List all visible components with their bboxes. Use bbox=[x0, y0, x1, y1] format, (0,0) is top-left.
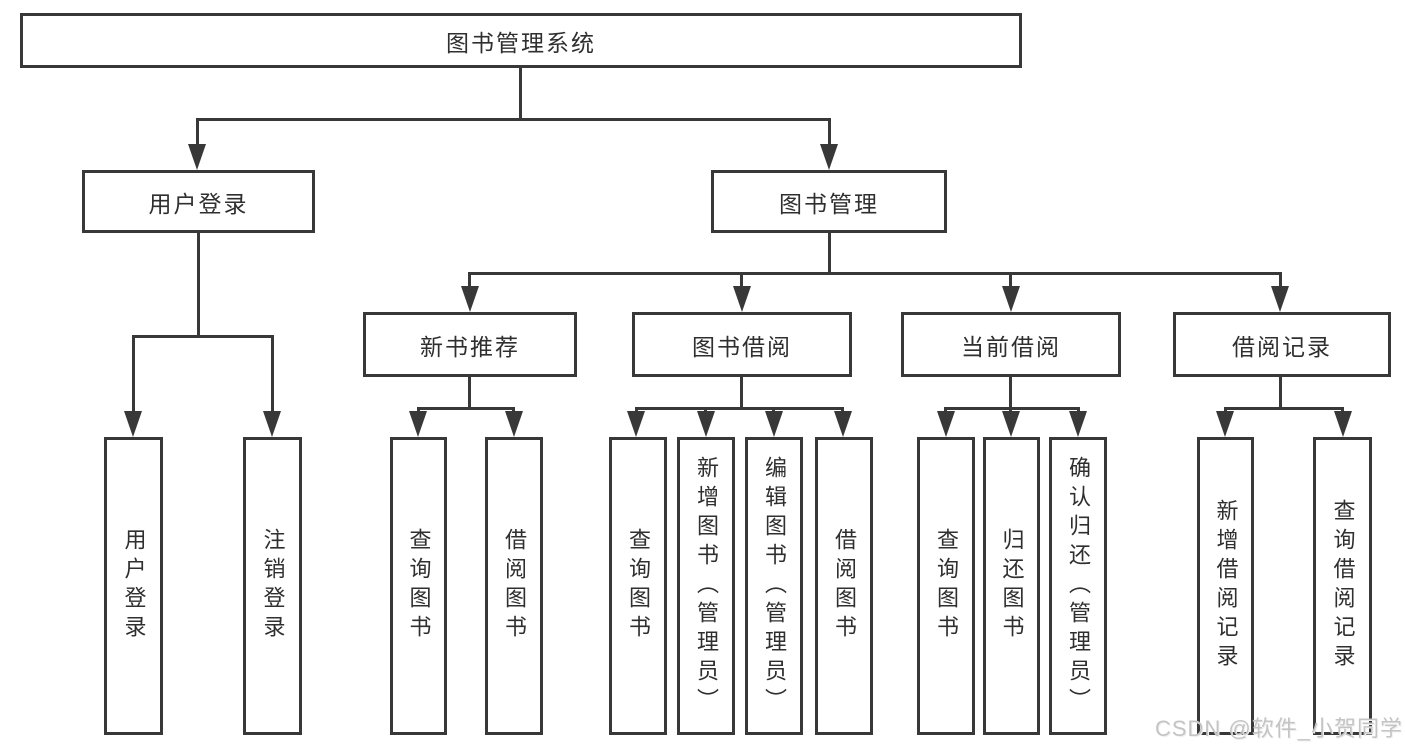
connector-line bbox=[828, 118, 831, 146]
arrow-down-icon bbox=[1002, 286, 1020, 312]
connector-line bbox=[468, 272, 1282, 275]
arrow-down-icon bbox=[834, 411, 852, 437]
arrow-down-icon bbox=[409, 411, 427, 437]
arrow-down-icon bbox=[765, 411, 783, 437]
connector-line bbox=[196, 118, 831, 121]
leaf-borrow-books: 借阅图书 bbox=[485, 437, 543, 735]
connector-line bbox=[519, 68, 522, 118]
node-book-management-system: 图书管理系统 bbox=[20, 13, 1022, 68]
arrow-down-icon bbox=[188, 144, 206, 170]
arrow-down-icon bbox=[627, 411, 645, 437]
node-borrowing-records: 借阅记录 bbox=[1173, 312, 1391, 377]
connector-line bbox=[740, 272, 743, 290]
connector-line bbox=[132, 335, 135, 413]
arrow-down-icon bbox=[820, 144, 838, 170]
connector-line bbox=[1279, 272, 1282, 290]
arrow-down-icon bbox=[505, 411, 523, 437]
leaf-add-borrow-record: 新增借阅记录 bbox=[1197, 437, 1254, 735]
connector-line bbox=[944, 407, 1080, 410]
node-current-borrowing: 当前借阅 bbox=[901, 312, 1121, 377]
node-user-login: 用户登录 bbox=[82, 170, 315, 233]
connector-line bbox=[196, 118, 199, 146]
arrow-down-icon bbox=[937, 411, 955, 437]
connector-line bbox=[740, 377, 743, 407]
connector-line bbox=[828, 233, 831, 272]
leaf-edit-book-admin: 编辑图书（管理员） bbox=[745, 437, 803, 735]
arrow-down-icon bbox=[1216, 411, 1234, 437]
connector-line bbox=[1009, 272, 1012, 290]
connector-line bbox=[271, 335, 274, 413]
leaf-query-books: 查询图书 bbox=[390, 437, 447, 735]
connector-line bbox=[468, 377, 471, 407]
connector-line bbox=[468, 272, 471, 290]
leaf-return-books: 归还图书 bbox=[983, 437, 1040, 735]
node-book-management: 图书管理 bbox=[711, 170, 947, 233]
leaf-query-borrow-record: 查询借阅记录 bbox=[1313, 437, 1372, 735]
node-new-book-recommendation: 新书推荐 bbox=[363, 312, 577, 377]
arrow-down-icon bbox=[1271, 286, 1289, 312]
connector-line bbox=[1279, 377, 1282, 407]
leaf-confirm-return-admin: 确认归还（管理员） bbox=[1049, 437, 1107, 735]
arrow-down-icon bbox=[1002, 411, 1020, 437]
node-book-borrowing: 图书借阅 bbox=[632, 312, 852, 377]
leaf-logout: 注销登录 bbox=[243, 437, 302, 735]
connector-line bbox=[635, 407, 844, 410]
csdn-watermark: CSDN @软件_小贺同学 bbox=[1154, 716, 1403, 741]
arrow-down-icon bbox=[1334, 411, 1352, 437]
arrow-down-icon bbox=[1069, 411, 1087, 437]
arrow-down-icon bbox=[263, 411, 281, 437]
arrow-down-icon bbox=[733, 286, 751, 312]
leaf-query-books: 查询图书 bbox=[917, 437, 975, 735]
connector-line bbox=[417, 407, 515, 410]
connector-line bbox=[132, 335, 274, 338]
connector-line bbox=[197, 233, 200, 335]
leaf-user-login: 用户登录 bbox=[104, 437, 163, 735]
leaf-query-books: 查询图书 bbox=[609, 437, 667, 735]
arrow-down-icon bbox=[461, 286, 479, 312]
connector-line bbox=[1224, 407, 1344, 410]
arrow-down-icon bbox=[124, 411, 142, 437]
connector-line bbox=[1009, 377, 1012, 407]
arrow-down-icon bbox=[697, 411, 715, 437]
leaf-add-book-admin: 新增图书（管理员） bbox=[677, 437, 735, 735]
leaf-borrow-books: 借阅图书 bbox=[815, 437, 873, 735]
